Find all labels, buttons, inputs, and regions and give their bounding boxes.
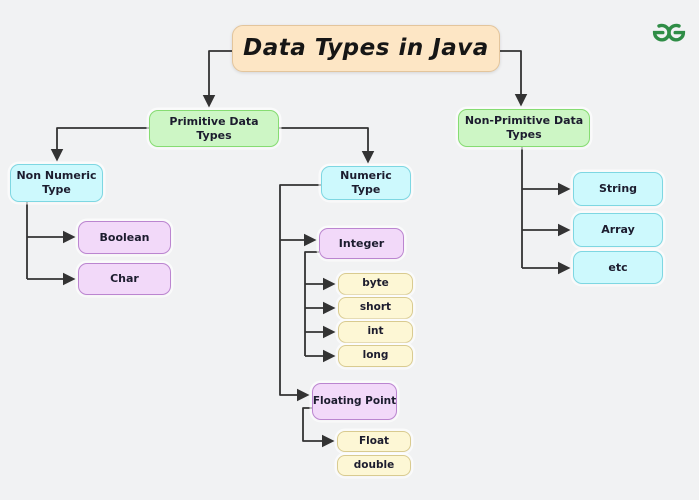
node-label: long [362, 349, 389, 362]
node-label: Floating Point [312, 394, 397, 407]
node-long: long [338, 345, 413, 367]
node-numeric-type: Numeric Type [321, 166, 411, 200]
node-byte: byte [338, 273, 413, 295]
node-label: Boolean [99, 230, 150, 244]
title-box: Data Types in Java [232, 25, 500, 72]
node-etc: etc [573, 251, 663, 284]
node-float: Float [337, 431, 411, 452]
node-short: short [338, 297, 413, 319]
node-label: Float [358, 434, 390, 447]
node-floating-point: Floating Point [312, 383, 397, 420]
diagram-title: Data Types in Java [243, 35, 489, 62]
node-int: int [338, 321, 413, 343]
node-label: Non-Primitive Data Types [464, 114, 584, 141]
node-boolean: Boolean [78, 221, 171, 254]
node-label: Char [110, 272, 139, 286]
node-non-numeric-type: Non Numeric Type [10, 164, 103, 202]
node-double: double [337, 455, 411, 476]
geeksforgeeks-logo [652, 23, 686, 42]
node-label: int [367, 325, 384, 338]
node-string: String [573, 172, 663, 206]
node-label: etc [608, 260, 628, 274]
node-char: Char [78, 263, 171, 295]
node-label: Primitive Data Types [169, 114, 259, 142]
node-array: Array [573, 213, 663, 247]
node-label: String [598, 182, 638, 196]
node-label: double [353, 458, 395, 471]
node-label: Array [601, 223, 635, 237]
node-label: Integer [338, 236, 385, 250]
node-primitive-data-types: Primitive Data Types [149, 110, 279, 147]
node-label: Non Numeric Type [16, 169, 97, 196]
node-non-primitive-data-types: Non-Primitive Data Types [458, 109, 590, 147]
node-label: Numeric Type [340, 169, 392, 196]
node-label: byte [362, 277, 389, 290]
node-integer: Integer [319, 228, 404, 259]
node-label: short [359, 301, 392, 314]
